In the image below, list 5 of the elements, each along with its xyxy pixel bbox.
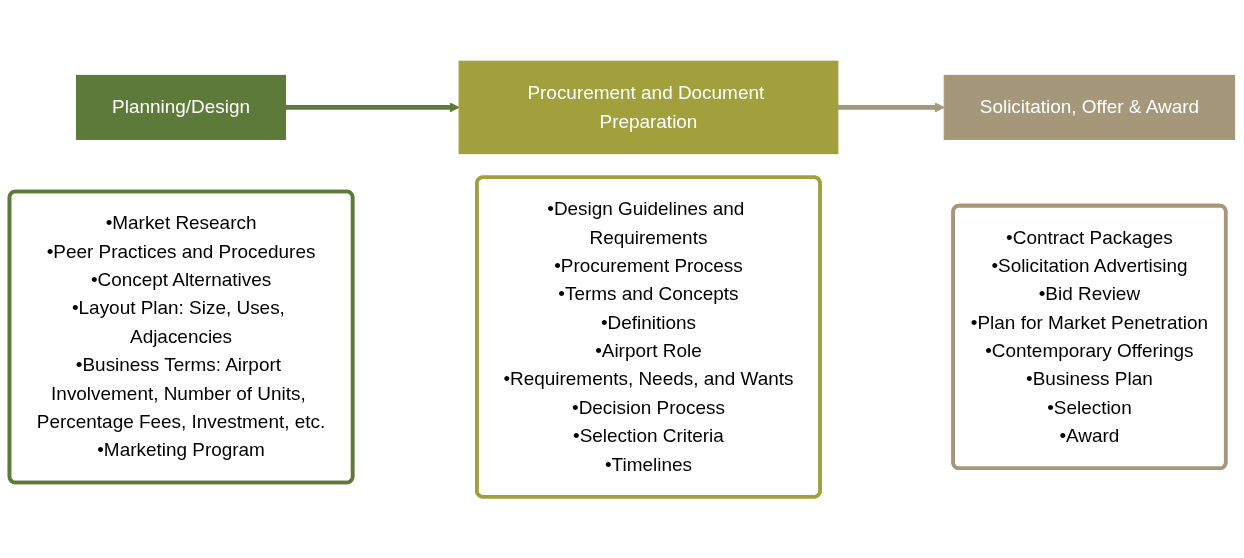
node-box: Planning/Design — [76, 74, 287, 140]
arrow — [837, 102, 945, 113]
node-box: Procurement and Document Preparation — [458, 60, 839, 155]
arrow — [285, 102, 460, 113]
node-box: Solicitation, Offer & Award — [943, 74, 1236, 140]
